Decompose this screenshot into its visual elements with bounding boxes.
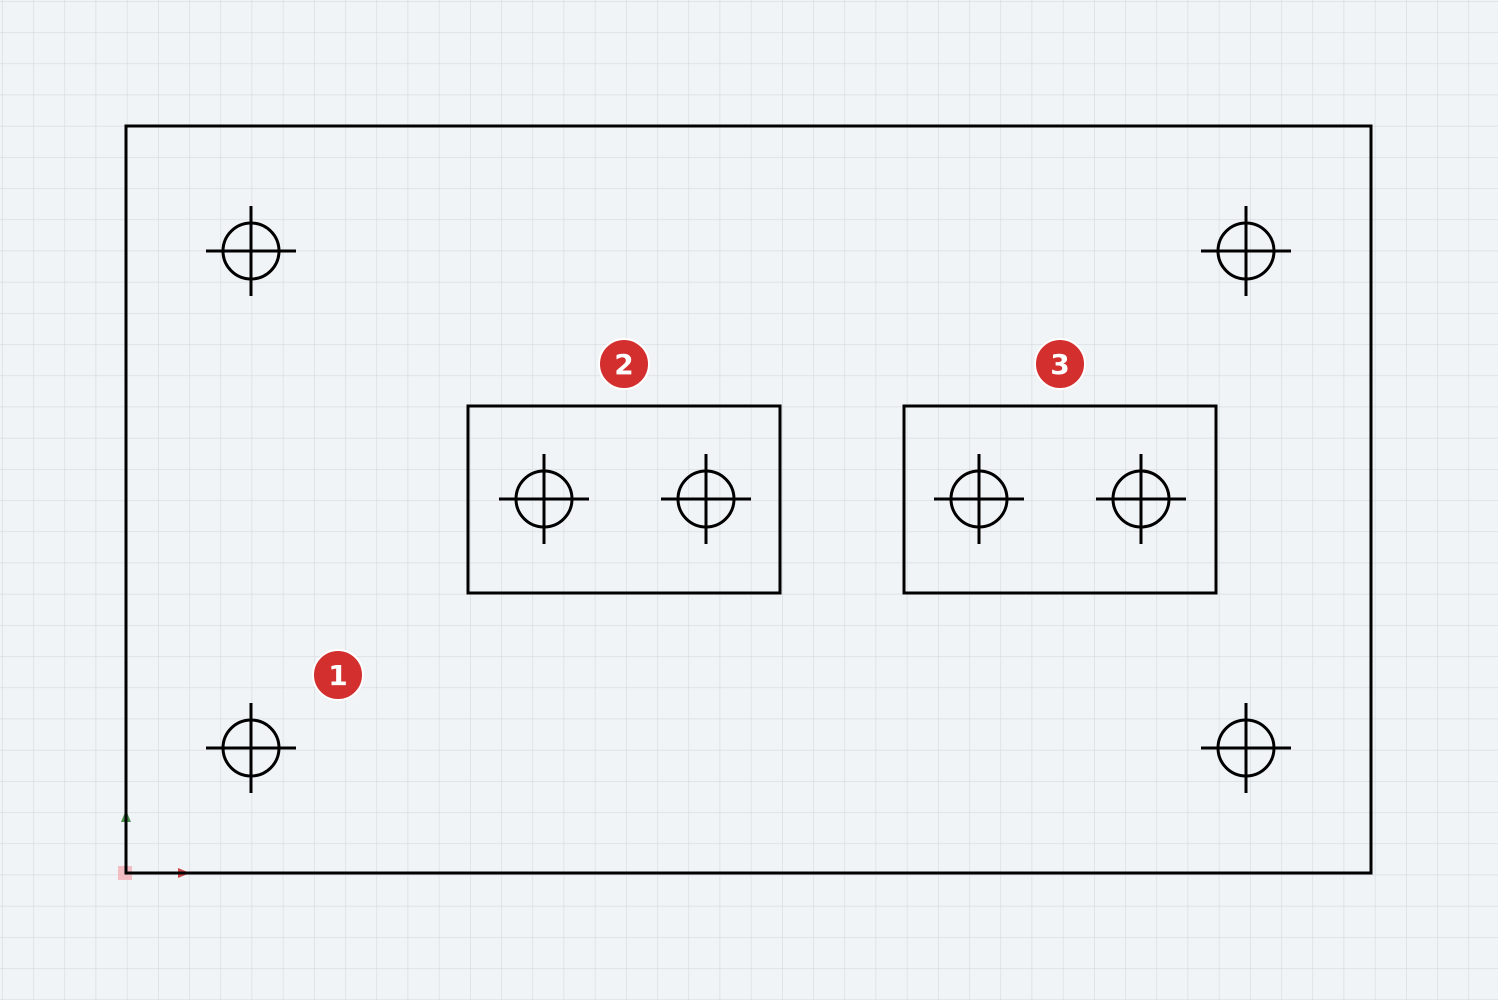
outer-plate[interactable] [124, 124, 1373, 875]
badge-circle [1034, 338, 1086, 390]
hole-crosshair-icon[interactable] [206, 206, 296, 296]
hole-crosshair-icon[interactable] [1201, 703, 1291, 793]
badge-label: 3 [1050, 348, 1069, 381]
badge-part-3[interactable]: 3 [1034, 338, 1086, 390]
hole-crosshair-icon[interactable] [499, 454, 589, 544]
hole-crosshair-icon[interactable] [206, 703, 296, 793]
badge-label: 2 [614, 348, 633, 381]
badge-circle [598, 338, 650, 390]
inner-plate-left[interactable] [466, 404, 782, 595]
hole-crosshair-icon[interactable] [661, 454, 751, 544]
badge-part-1[interactable]: 1 [312, 649, 364, 701]
outer-plate-outline[interactable] [124, 124, 1373, 875]
badge-part-2[interactable]: 2 [598, 338, 650, 390]
badge-circle [312, 649, 364, 701]
inner-plate-right[interactable] [902, 404, 1218, 595]
hole-crosshair-icon[interactable] [1096, 454, 1186, 544]
badge-label: 1 [328, 659, 347, 692]
inner-plate-right-outline[interactable] [902, 404, 1218, 595]
hole-crosshair-icon[interactable] [934, 454, 1024, 544]
inner-plate-left-outline[interactable] [466, 404, 782, 595]
hole-crosshair-icon[interactable] [1201, 206, 1291, 296]
